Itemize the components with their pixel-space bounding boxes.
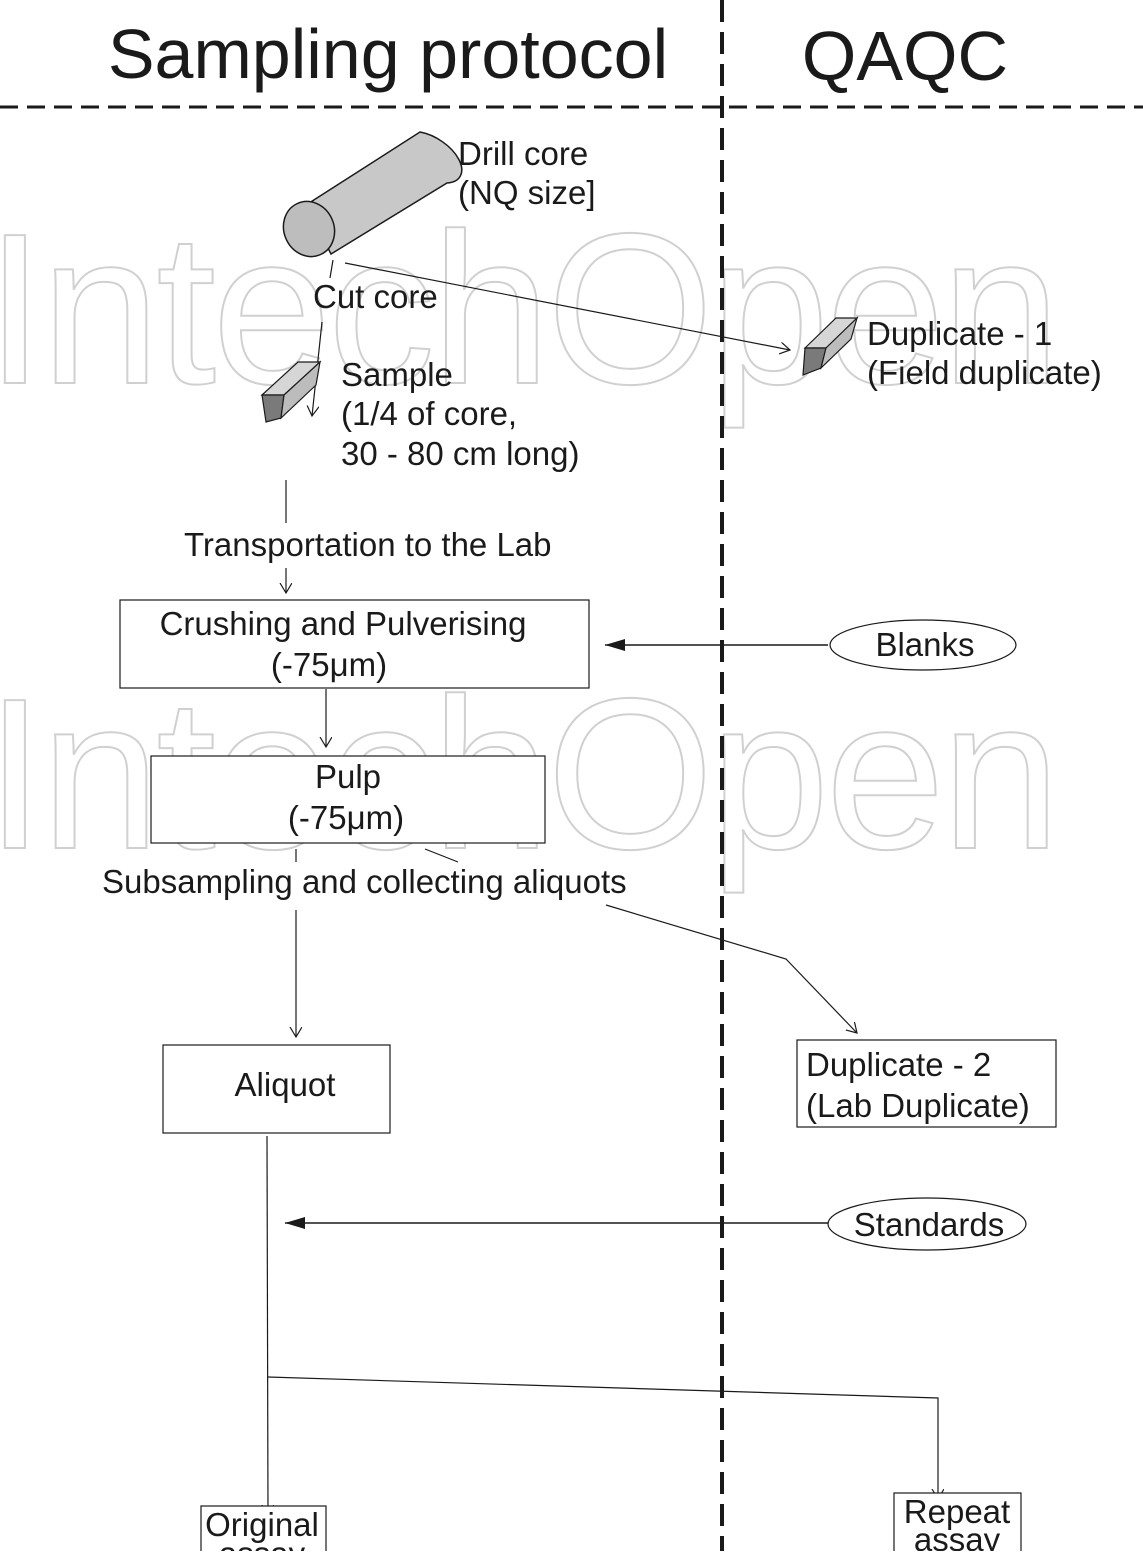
original-assay-box [200,1505,327,1556]
crushing-box [119,599,590,689]
drill-core-icon [282,131,463,258]
header-sampling-protocol: Sampling protocol [108,15,668,93]
arrow-to-duplicate-2 [605,904,857,1033]
aliquot-box [162,1044,391,1134]
cut-core-label: Cut core [313,278,438,315]
arrow-to-duplicate-1 [344,262,790,350]
line-aliquot-trunk [267,1135,268,1515]
repeat-assay-label-1: Repeat [904,1493,1010,1530]
crushing-label-2: (-75μm) [271,646,387,683]
sample-label-1: Sample [341,356,453,393]
sample-label-3: 30 - 80 cm long) [341,435,579,472]
duplicate-2-box [796,1039,1057,1128]
subsampling-label: Subsampling and collecting aliquots [102,863,627,900]
blanks-ellipse [829,619,1017,671]
standards-label: Standards [854,1206,1004,1243]
blanks-label: Blanks [875,626,974,663]
duplicate-2-label-2: (Lab Duplicate) [806,1087,1030,1124]
repeat-assay-box [893,1492,1022,1556]
pulp-box [150,755,546,844]
crushing-label-1: Crushing and Pulverising [160,605,527,642]
duplicate-1-label-1: Duplicate - 1 [867,315,1052,352]
sample-core-icon [260,360,322,423]
drill-core-label-2: (NQ size] [458,174,596,211]
transport-label: Transportation to the Lab [184,526,552,563]
pulp-tick-right [424,848,459,863]
original-assay-label-1: Original [205,1506,319,1543]
original-assay-label-2: assay [219,1535,306,1551]
duplicate-2-label-1: Duplicate - 2 [806,1046,991,1083]
header-qaqc: QAQC [802,17,1008,95]
sample-label-2: (1/4 of core, [341,395,517,432]
cut-core-tick [329,259,334,279]
aliquot-label: Aliquot [235,1066,336,1103]
pulp-label-2: (-75μm) [288,799,404,836]
watermark-text-top: IntechOpen [0,188,1057,429]
standards-ellipse [827,1197,1027,1251]
arrow-to-repeat-assay [267,1376,938,1499]
duplicate-1-label-2: (Field duplicate) [867,354,1102,391]
repeat-assay-label-2: assay [914,1521,1001,1551]
drill-core-label-1: Drill core [458,135,588,172]
duplicate-1-core-icon [802,316,859,376]
pulp-label-1: Pulp [315,758,381,795]
